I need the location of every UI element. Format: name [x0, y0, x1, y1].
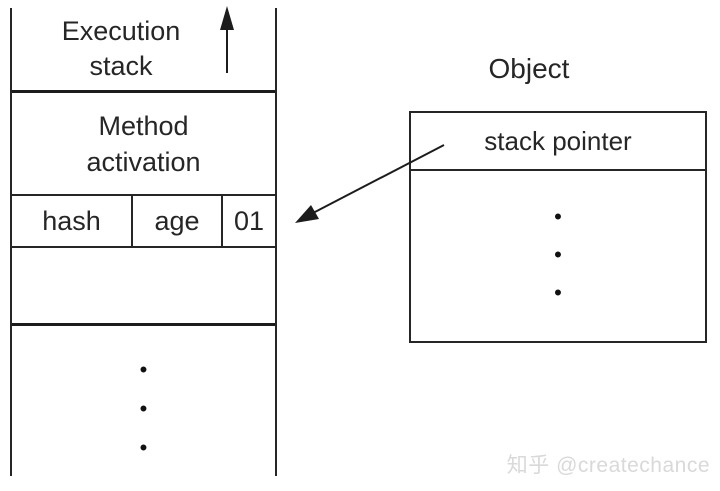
ellipsis-dot: •: [554, 242, 562, 267]
ellipsis-dot: •: [139, 435, 148, 460]
slot-hash: hash: [12, 196, 133, 246]
ellipsis-dot: •: [554, 280, 562, 305]
ellipsis-dot: •: [139, 357, 148, 382]
stack-slot-row: hash age 01: [12, 196, 275, 248]
execution-stack-label-line2: stack: [89, 51, 153, 81]
method-activation-label-line1: Method: [98, 110, 189, 141]
watermark: 知乎 @createchance: [506, 454, 710, 477]
slot-tag: 01: [233, 205, 265, 236]
method-activation-label-line2: activation: [86, 146, 201, 177]
execution-stack-column: Execution stack Method activation hash a…: [10, 8, 277, 476]
stack-pointer-field: stack pointer: [411, 113, 705, 171]
empty-slot: [12, 248, 275, 326]
object-ellipsis: • • •: [411, 171, 705, 312]
slot-age: age: [133, 196, 223, 246]
ellipsis-dot: •: [554, 204, 562, 229]
execution-stack-label: Execution stack: [12, 14, 230, 84]
object-title: Object: [488, 53, 570, 84]
ellipsis-dot: •: [139, 396, 148, 421]
stack-ellipsis: • • •: [12, 326, 275, 471]
object-box: stack pointer • • •: [409, 111, 707, 343]
method-activation-label: Method activation: [86, 108, 200, 180]
execution-stack-label-line1: Execution: [61, 16, 181, 46]
execution-stack-header: Execution stack: [12, 8, 275, 93]
method-activation-frame: Method activation: [12, 93, 275, 196]
